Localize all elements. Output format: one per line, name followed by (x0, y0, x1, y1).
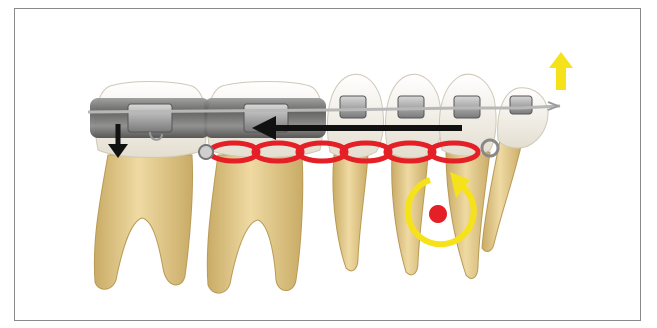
center-of-rotation (429, 205, 447, 223)
premolar-1-bracket (340, 96, 366, 118)
incisor-bracket (510, 96, 532, 114)
molar-1-tube (128, 104, 172, 132)
premolar-2-bracket (398, 96, 424, 118)
chain-anchor-left (199, 145, 213, 159)
